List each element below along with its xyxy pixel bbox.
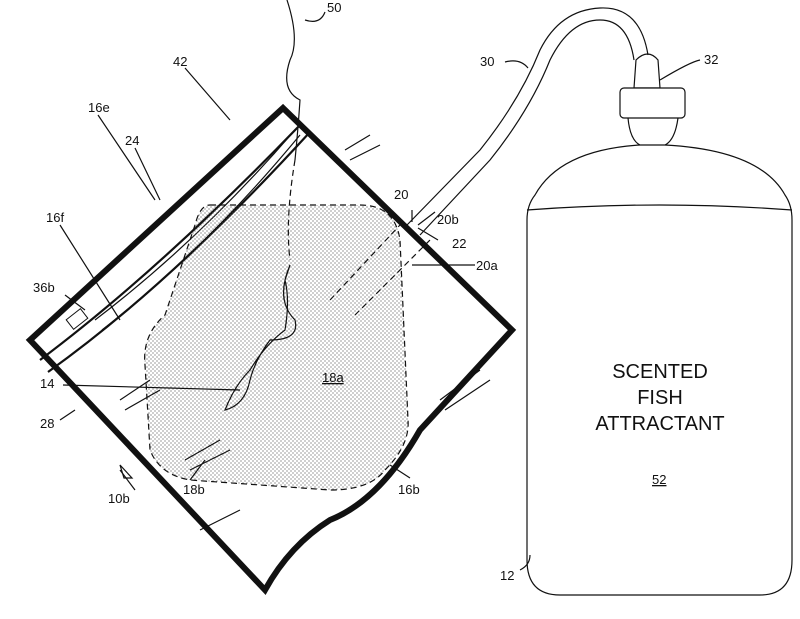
- label-16f: 16f: [46, 210, 64, 225]
- label-10b: 10b: [108, 491, 130, 506]
- label-18b: 18b: [183, 482, 205, 497]
- label-16b: 16b: [398, 482, 420, 497]
- label-30: 30: [480, 54, 494, 69]
- label-18a: 18a: [322, 370, 344, 385]
- bottle-text-3: ATTRACTANT: [595, 413, 724, 435]
- tube: [407, 8, 648, 225]
- label-20a: 20a: [476, 258, 498, 273]
- label-24: 24: [125, 133, 139, 148]
- bottle-text-2: FISH: [637, 387, 683, 409]
- label-20: 20: [394, 187, 408, 202]
- bag: [30, 0, 512, 590]
- label-12: 12: [500, 568, 514, 583]
- bottle: [527, 54, 792, 595]
- label-14: 14: [40, 376, 54, 391]
- label-22: 22: [452, 236, 466, 251]
- label-42: 42: [173, 54, 187, 69]
- label-52: 52: [652, 472, 666, 487]
- label-36b: 36b: [33, 280, 55, 295]
- label-50: 50: [327, 0, 341, 15]
- label-32: 32: [704, 52, 718, 67]
- bottle-text-1: SCENTED: [612, 361, 708, 383]
- label-20b: 20b: [437, 212, 459, 227]
- label-16e: 16e: [88, 100, 110, 115]
- label-28: 28: [40, 416, 54, 431]
